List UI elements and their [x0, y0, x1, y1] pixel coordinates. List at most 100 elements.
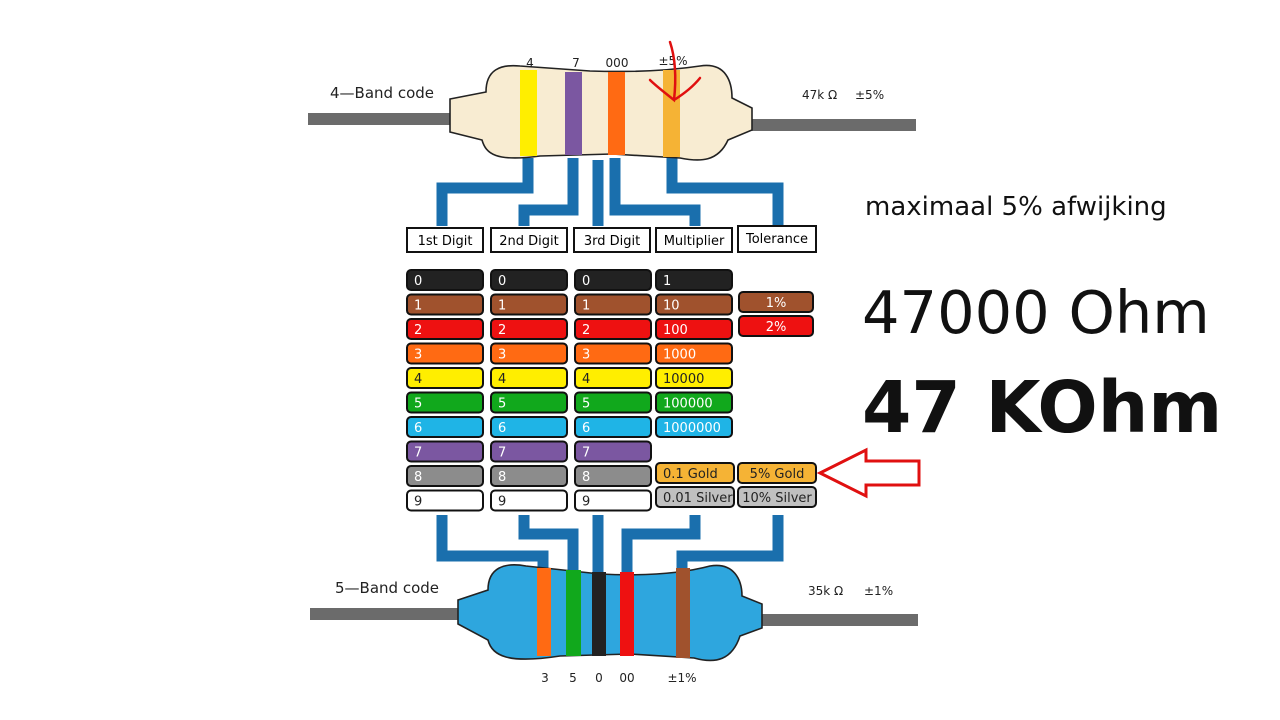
top-resistor-body [449, 64, 753, 161]
digit-3rd-pad-3-swatch [574, 342, 652, 365]
multiplier-pad-10000: 10000 [655, 367, 733, 389]
digit-1st-pad-8: 8 [406, 465, 484, 487]
digit-3rd-pad-3-label: 3 [582, 348, 590, 363]
trace-top-2nd-digit [518, 158, 579, 226]
digit-2nd-pad-4-swatch [490, 367, 568, 389]
multiplier-pad-100000: 100000 [655, 391, 733, 414]
tolerance-pad-silver-label: 10% Silver [742, 491, 812, 506]
digit-2nd-pad-5-label: 5 [498, 397, 506, 412]
digit-1st-pad-4-swatch [406, 367, 484, 389]
multiplier-pad-100: 100 [655, 318, 733, 340]
multiplier-pad-1: 1 [655, 269, 733, 291]
multiplier-pad-10000-label: 10000 [663, 372, 704, 387]
trace-bottom-multiplier [621, 515, 701, 572]
digit-2nd-pad-7-swatch [490, 440, 568, 463]
digit-2nd-pad-2-label: 2 [498, 323, 506, 338]
digit-1st-pad-1-label: 1 [414, 299, 422, 314]
top-digit-1: 4 [526, 56, 534, 70]
tolerance-note: maximaal 5% afwijking [865, 192, 1167, 222]
top-label: 4—Band code [330, 84, 434, 102]
multiplier-pad-silver-label: 0.01 Silver [663, 491, 733, 506]
bottom-resistor-body [457, 564, 763, 662]
digit-1st-pad-0: 0 [406, 269, 484, 291]
digit-1st-pad-0-swatch [406, 269, 484, 291]
top-value-tolerance: ±5% [855, 88, 884, 102]
multiplier-pad-gold: 0.1 Gold [655, 462, 735, 484]
digit-1st-pad-7-swatch [406, 440, 484, 463]
digit-2nd-pad-9-swatch [490, 489, 568, 512]
top-value: 47k Ω [802, 88, 837, 102]
header-tolerance: Tolerance [745, 232, 808, 247]
digit-3rd-pad-4: 4 [574, 367, 652, 389]
digit-2nd-pad-6: 6 [490, 416, 568, 438]
trace-top-1st-digit [436, 158, 534, 226]
digit-3rd-pad-3: 3 [574, 342, 652, 365]
header-box-3rd-digit [573, 227, 651, 253]
bottom-digit-2: 5 [569, 671, 577, 685]
multiplier-pad-1-swatch [655, 269, 733, 291]
multiplier-pad-1000000: 1000000 [655, 416, 733, 438]
multiplier-pad-gold-swatch [655, 462, 735, 484]
digit-2nd-pad-8-label: 8 [498, 470, 506, 485]
digit-3rd-pad-1-swatch [574, 293, 652, 316]
header-2nd-digit: 2nd Digit [499, 234, 558, 249]
header-box-2nd-digit [490, 227, 568, 253]
digit-2nd-pad-9-label: 9 [498, 495, 506, 510]
tolerance-pad-silver-swatch [737, 486, 817, 508]
top-digit-3: 000 [606, 56, 629, 70]
tolerance-pad-silver: 10% Silver [737, 486, 817, 508]
digit-1st-pad-2: 2 [406, 318, 484, 340]
digit-2nd-pad-7-label: 7 [498, 446, 506, 461]
bottom-digit-4: 00 [619, 671, 634, 685]
digit-3rd-pad-2-swatch [574, 318, 652, 340]
top-digit-2: 7 [572, 56, 580, 70]
digit-2nd-pad-7: 7 [490, 440, 568, 463]
multiplier-pad-100-label: 100 [663, 323, 688, 338]
digit-2nd-pad-9: 9 [490, 489, 568, 512]
digit-1st-pad-7-label: 7 [414, 446, 422, 461]
multiplier-pad-gold-label: 0.1 Gold [663, 467, 718, 482]
digit-2nd-pad-5-swatch [490, 391, 568, 414]
multiplier-pad-100-swatch [655, 318, 733, 340]
digit-3rd-pad-8-swatch [574, 465, 652, 487]
digit-3rd-pad-7-swatch [574, 440, 652, 463]
digit-1st-pad-1: 1 [406, 293, 484, 316]
digit-1st-pad-1-swatch [406, 293, 484, 316]
digit-1st-pad-9: 9 [406, 489, 484, 512]
column-headers: 1st Digit 2nd Digit 3rd Digit Multiplier… [406, 225, 817, 253]
digit-3rd-pad-9-swatch [574, 489, 652, 512]
five-band-resistor: 5—Band code 3 5 0 00 ±1% 35k Ω ±1% [310, 564, 918, 685]
digit-3rd-pad-0-label: 0 [582, 274, 590, 289]
digit-3rd-pad-1-label: 1 [582, 299, 590, 314]
multiplier-pad-1000000-swatch [655, 416, 733, 438]
digit-2nd-pad-2: 2 [490, 318, 568, 340]
digit-2nd-pad-0-swatch [490, 269, 568, 291]
kohm-value: 47 KOhm [862, 366, 1223, 449]
digit-2nd-pad-2-swatch [490, 318, 568, 340]
digit-3rd-pad-1: 1 [574, 293, 652, 316]
digit-3rd-pad-2-label: 2 [582, 323, 590, 338]
multiplier-pad-1-label: 1 [663, 274, 671, 289]
digit-2nd-pad-1-label: 1 [498, 299, 506, 314]
digit-1st-pad-8-label: 8 [414, 470, 422, 485]
digit-2nd-pad-4: 4 [490, 367, 568, 389]
digit-1st-pad-5: 5 [406, 391, 484, 414]
red-arrow [816, 447, 921, 499]
digit-3rd-pad-4-label: 4 [582, 372, 590, 387]
digit-3rd-pad-8: 8 [574, 465, 652, 487]
digit-1st-pad-9-label: 9 [414, 495, 422, 510]
digit-1st-pad-2-label: 2 [414, 323, 422, 338]
bottom-band-brown [676, 568, 690, 658]
digit-1st-pad-2-swatch [406, 318, 484, 340]
top-band-yellow [520, 70, 537, 156]
digit-3rd-pad-5-label: 5 [582, 397, 590, 412]
trace-bottom-2nd-digit [518, 515, 579, 572]
bottom-value-tolerance: ±1% [864, 584, 893, 598]
digit-2nd-pad-0: 0 [490, 269, 568, 291]
digit-1st-pad-6: 6 [406, 416, 484, 438]
trace-bottom-1st-digit [436, 515, 549, 572]
digit-2nd-pad-8-swatch [490, 465, 568, 487]
top-band-orange [608, 72, 625, 155]
multiplier-pad-10: 10 [655, 293, 733, 316]
